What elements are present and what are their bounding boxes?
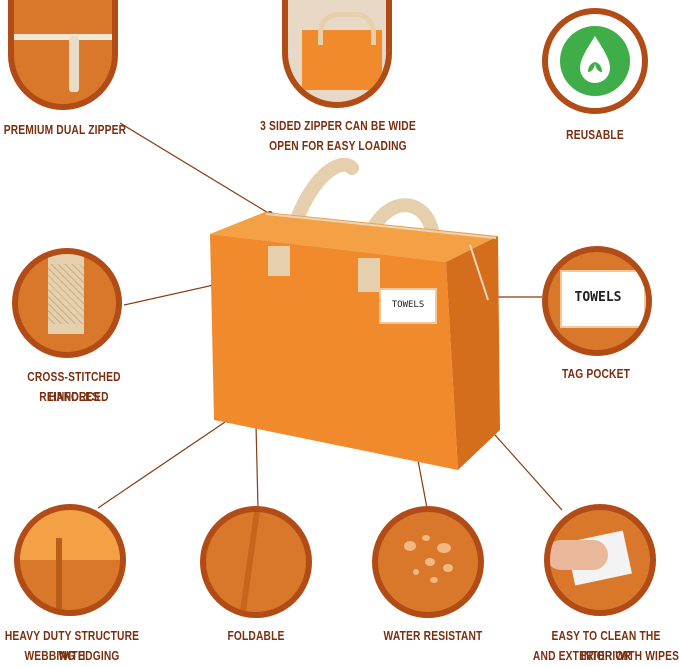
- water-droplets-image: [372, 506, 484, 618]
- feature-label-tag-pocket: TAG POCKET: [561, 367, 631, 381]
- foldable-closeup-image: [200, 506, 312, 618]
- feature-label-handles-line1: CROSS-STITCHED REINFORCED: [27, 370, 121, 404]
- tag-pocket-closeup-image: [542, 246, 652, 356]
- feature-label-heavy-duty-line1: HEAVY DUTY STRUCTURE WITH: [4, 629, 140, 663]
- feature-label-easy-clean-line2: AND EXTERIOR WITH WIPES: [532, 649, 679, 663]
- connector-foldable: [255, 424, 259, 509]
- bag-tag-label: TOWELS: [391, 300, 425, 310]
- handle-closeup-image: [12, 248, 122, 358]
- zipper-closeup-image: [8, 0, 118, 110]
- feature-label-water-resistant: WATER RESISTANT: [383, 629, 483, 643]
- feature-label-three-sided-line1: 3 SIDED ZIPPER CAN BE WIDE: [260, 119, 416, 133]
- wiping-closeup-image: [544, 504, 656, 616]
- open-bag-image: [282, 0, 392, 108]
- feature-label-foldable: FOLDABLE: [227, 629, 285, 643]
- water-drop-leaf-icon: [580, 36, 610, 83]
- connector-zipper: [119, 122, 271, 215]
- connector-heavy-duty: [97, 419, 229, 509]
- feature-label-heavy-duty-line2: WEBBING EDGING: [24, 649, 120, 663]
- edging-closeup-image: [14, 504, 126, 616]
- feature-label-easy-clean-line1: EASY TO CLEAN THE INTERIOR: [551, 629, 661, 663]
- water-drops-icon: [404, 535, 453, 583]
- feature-label-handles-line2: HANDLES: [48, 390, 100, 404]
- feature-label-reusable: REUSABLE: [566, 128, 624, 142]
- zoom-tag-label: TOWELS: [574, 290, 622, 305]
- feature-label-three-sided-line2: OPEN FOR EASY LOADING: [269, 139, 407, 153]
- feature-label-zipper: PREMIUM DUAL ZIPPER: [3, 123, 127, 137]
- reusable-badge: [542, 8, 648, 114]
